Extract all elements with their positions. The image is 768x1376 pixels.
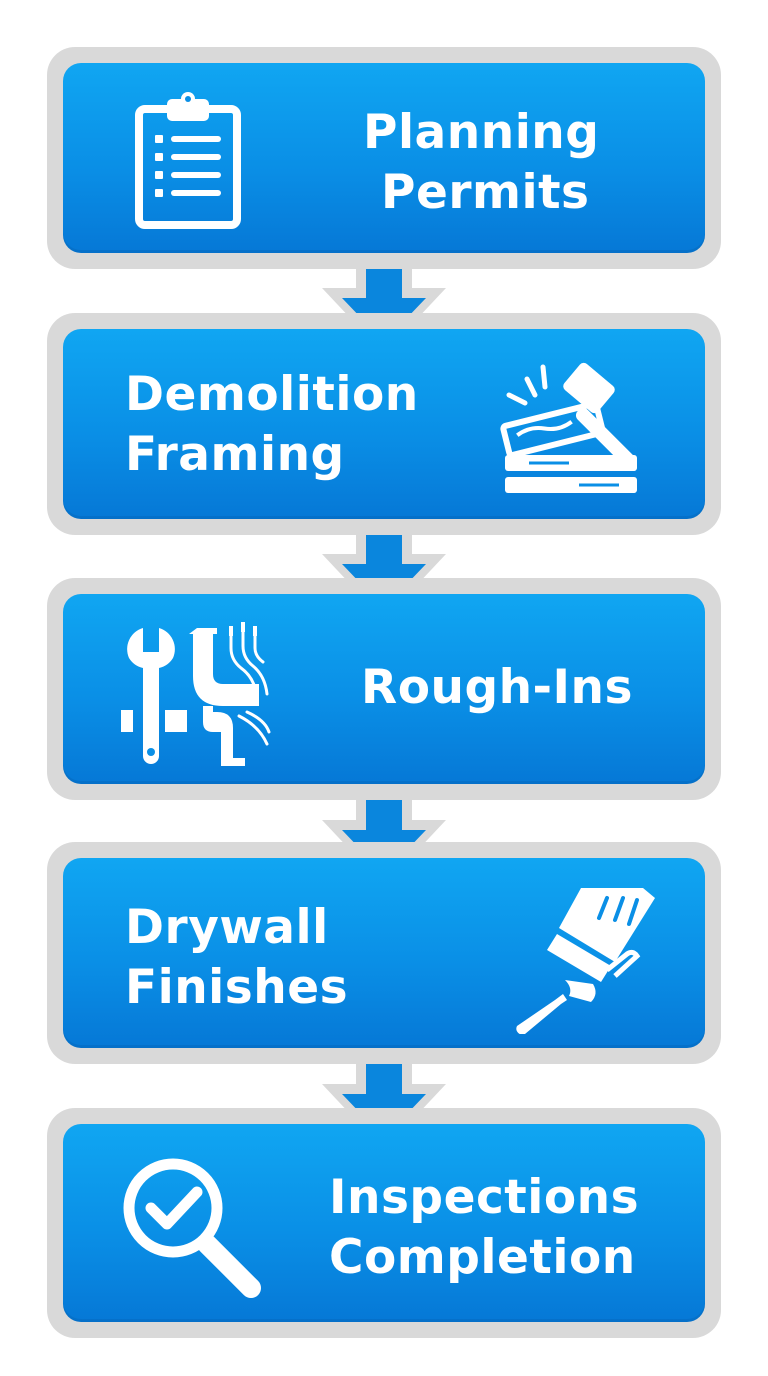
step-box: Inspections Completion	[63, 1124, 705, 1322]
step-label-line: Demolition	[125, 367, 419, 422]
hammer-lumber-icon	[499, 359, 669, 499]
step-label-line: Finishes	[125, 960, 349, 1015]
step-label: Rough-Ins	[361, 658, 633, 718]
step-label: Planning Permits	[363, 103, 599, 223]
step-rough-ins: Rough-Ins	[47, 578, 721, 800]
step-label-line: Rough-Ins	[361, 660, 633, 715]
step-box: Planning Permits	[63, 63, 705, 253]
step-box: Rough-Ins	[63, 594, 705, 784]
step-label-line: Planning	[363, 105, 600, 160]
step-drywall-finishes: Drywall Finishes	[47, 842, 721, 1064]
step-box: Drywall Finishes	[63, 858, 705, 1048]
step-demolition-framing: Demolition Framing	[47, 313, 721, 535]
clipboard-icon	[133, 91, 243, 231]
step-label-line: Completion	[329, 1230, 636, 1285]
step-label: Demolition Framing	[125, 365, 419, 485]
step-label-line: Permits	[381, 165, 590, 220]
step-label-line: Framing	[125, 427, 345, 482]
step-planning-permits: Planning Permits	[47, 47, 721, 269]
paintbrush-roller-icon	[511, 884, 661, 1034]
magnifier-check-icon	[119, 1152, 267, 1302]
step-label: Inspections Completion	[329, 1168, 639, 1288]
wrench-pipe-wires-icon	[121, 620, 271, 770]
step-inspections-completion: Inspections Completion	[47, 1108, 721, 1338]
step-box: Demolition Framing	[63, 329, 705, 519]
step-label: Drywall Finishes	[125, 898, 348, 1018]
step-label-line: Drywall	[125, 900, 329, 955]
step-label-line: Inspections	[329, 1170, 640, 1225]
